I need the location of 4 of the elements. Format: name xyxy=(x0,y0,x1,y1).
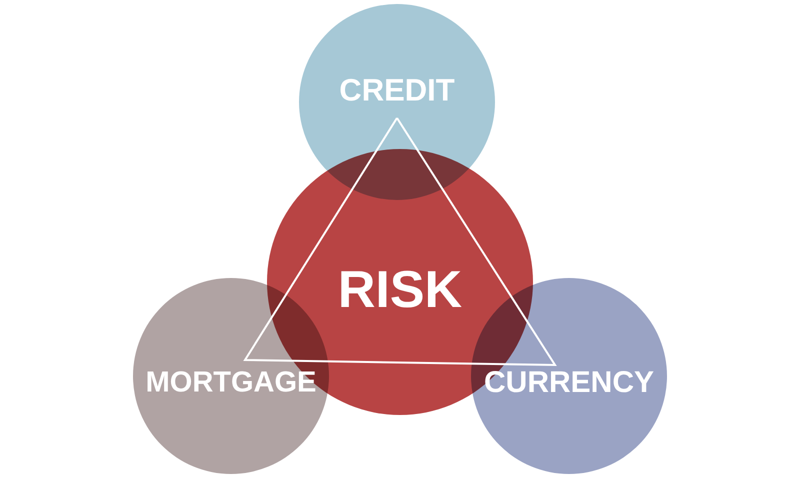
circle-label: MORTGAGE xyxy=(146,368,316,398)
circle-label: CURRENCY xyxy=(484,368,654,398)
circle-label: RISK xyxy=(338,264,462,316)
circle-label: CREDIT xyxy=(339,74,455,106)
